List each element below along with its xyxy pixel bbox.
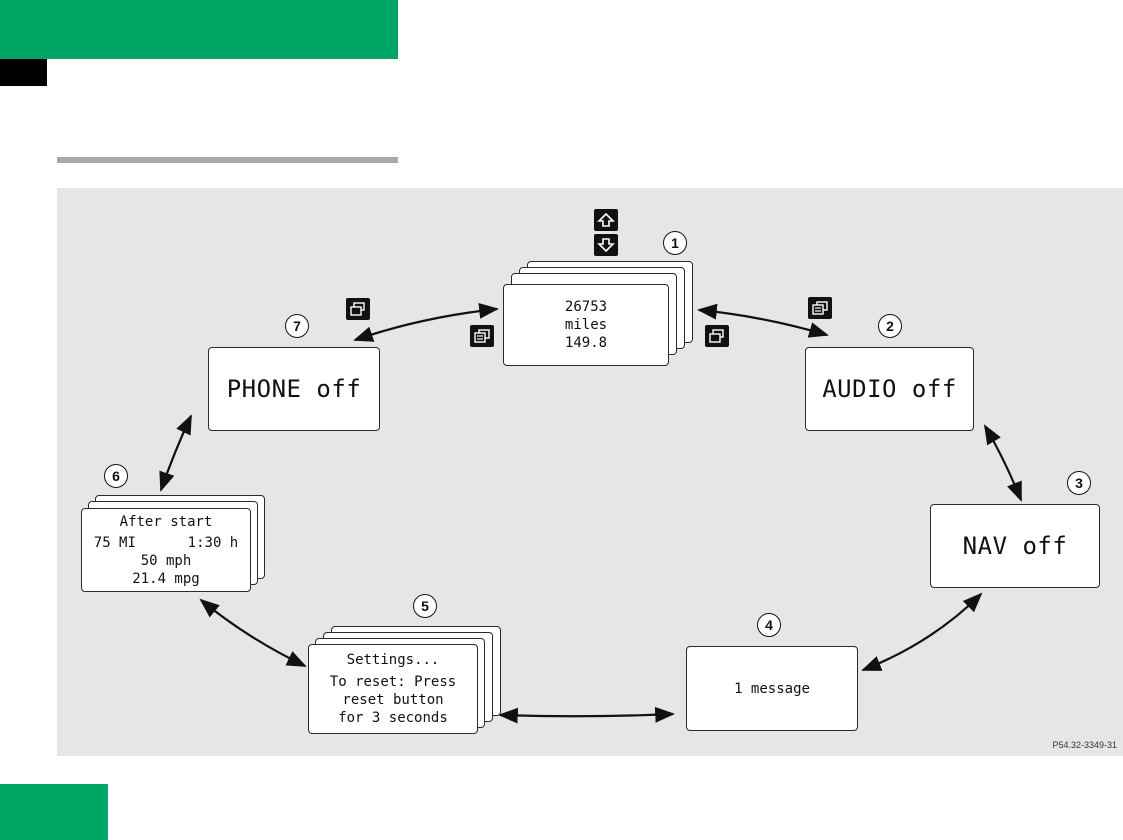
scroll-up-icon <box>594 209 618 231</box>
settings-title: Settings... <box>346 652 440 668</box>
reset-instruction-line: reset button <box>342 692 444 708</box>
back-page-icon <box>705 325 729 347</box>
page-marker-tab <box>0 59 47 86</box>
arrow-7-1 <box>353 303 499 342</box>
scroll-down-icon <box>594 234 618 256</box>
reset-instruction-line: for 3 seconds <box>338 710 448 726</box>
step-number-2: 2 <box>878 314 902 338</box>
step-number-5: 5 <box>413 594 437 618</box>
time-value: 1:30 h <box>187 534 239 551</box>
screen-6-after-start: After start 75 MI 1:30 h 50 mph 21.4 mpg <box>81 508 251 592</box>
fuel-consumption-value: 21.4 mpg <box>132 570 200 587</box>
screen-2-audio: AUDIO off <box>805 347 974 431</box>
menu-page-icon <box>808 297 832 319</box>
arrow-1-2 <box>697 303 829 338</box>
screen-4-message: 1 message <box>686 646 858 731</box>
step-number-6: 6 <box>104 464 128 488</box>
odometer-value: 26753 <box>564 299 608 315</box>
distance-value: 75 MI <box>93 534 136 551</box>
screen-5-settings: Settings... To reset: Press reset button… <box>308 644 478 734</box>
diagram-panel: 26753 miles 149.8 1 AUDIO off 2 NAV off … <box>57 188 1123 756</box>
figure-reference-code: P54.32-3349-31 <box>1052 740 1117 750</box>
step-number-3: 3 <box>1067 471 1091 495</box>
message-count-text: 1 message <box>734 680 810 697</box>
phone-status-text: PHONE off <box>226 375 362 403</box>
header-bar <box>0 0 398 59</box>
nav-status-text: NAV off <box>962 532 1068 560</box>
trip-value: 149.8 <box>564 335 608 351</box>
audio-status-text: AUDIO off <box>822 375 957 403</box>
screen-7-phone: PHONE off <box>208 347 380 431</box>
footer-tab <box>0 784 108 840</box>
distance-time-row: 75 MI 1:30 h <box>94 534 238 552</box>
arrow-4-5 <box>498 706 675 724</box>
reset-instruction-line: To reset: Press <box>329 674 457 690</box>
section-rule <box>57 157 398 163</box>
odometer-unit: miles <box>564 317 608 333</box>
arrow-5-6 <box>199 598 307 667</box>
step-number-4: 4 <box>757 613 781 637</box>
back-page-icon <box>346 298 370 320</box>
screen-1-odometer: 26753 miles 149.8 <box>503 284 669 366</box>
connector-layer <box>159 303 1023 724</box>
step-number-1: 1 <box>663 231 687 255</box>
average-speed-value: 50 mph <box>140 552 192 569</box>
arrow-6-7 <box>159 414 192 492</box>
step-number-7: 7 <box>285 314 309 338</box>
arrow-2-3 <box>983 424 1023 502</box>
after-start-title: After start <box>119 513 213 530</box>
screen-3-nav: NAV off <box>930 504 1100 588</box>
menu-page-icon <box>470 325 494 347</box>
arrow-3-4 <box>861 592 983 672</box>
